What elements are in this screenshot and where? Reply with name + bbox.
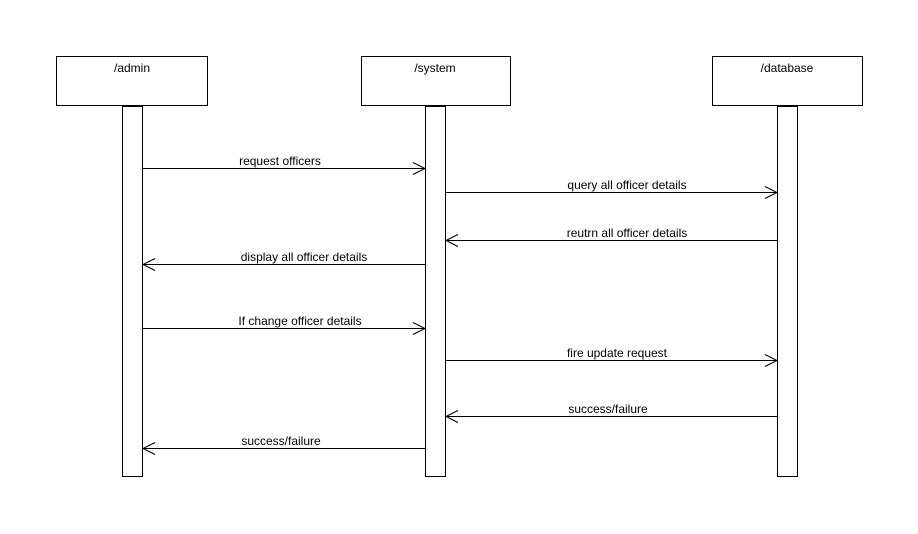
participant-admin-label: /admin (114, 61, 150, 75)
message-label: request officers (239, 154, 321, 168)
message-label: success/failure (241, 434, 321, 448)
participant-system: /system (361, 56, 511, 106)
message-label: reutrn all officer details (567, 226, 688, 240)
arrowhead-icon (444, 410, 459, 423)
arrowhead-icon (412, 322, 427, 335)
arrowhead-icon (764, 186, 779, 199)
arrowhead-icon (141, 442, 156, 455)
participant-database: /database (712, 56, 863, 106)
participant-database-label: /database (761, 61, 814, 75)
message-display-all-officer-details: display all officer details (141, 250, 425, 271)
arrowhead-icon (412, 162, 427, 175)
message-label: success/failure (568, 402, 648, 416)
message-return-all-officer-details: reutrn all officer details (444, 226, 777, 247)
message-fire-update-request: fire update request (446, 346, 779, 367)
message-label: display all officer details (241, 250, 368, 264)
participant-system-box (361, 56, 511, 106)
lifeline-system (425, 106, 446, 477)
message-label: query all officer details (567, 178, 686, 192)
arrowhead-icon (444, 234, 459, 247)
participant-admin-box (56, 56, 208, 106)
lifeline-database (777, 106, 798, 477)
participant-database-box (712, 56, 863, 106)
message-label: fire update request (567, 346, 668, 360)
message-success-failure-db: success/failure (444, 402, 777, 423)
lifeline-admin (122, 106, 143, 477)
participant-system-label: /system (414, 61, 455, 75)
message-query-all-officer-details: query all officer details (446, 178, 779, 199)
message-label: If change officer details (238, 314, 361, 328)
message-request-officers: request officers (143, 154, 427, 175)
message-change-officer-details: If change officer details (143, 314, 427, 335)
participant-admin: /admin (56, 56, 208, 106)
message-success-failure-admin: success/failure (141, 434, 425, 455)
arrowhead-icon (764, 354, 779, 367)
arrowhead-icon (141, 258, 156, 271)
